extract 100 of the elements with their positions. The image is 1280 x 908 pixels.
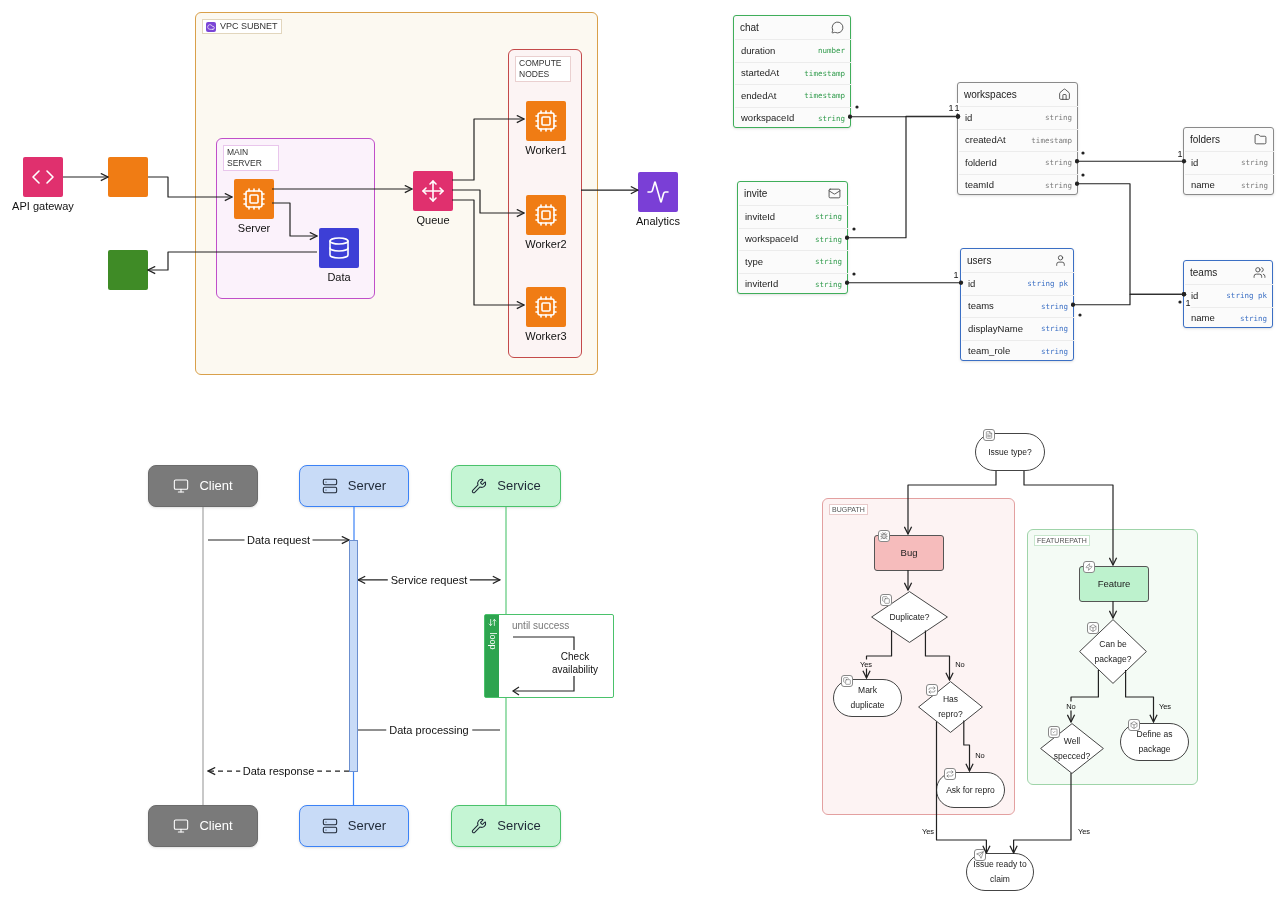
decision-diamond bbox=[1040, 723, 1104, 774]
relationship-line bbox=[1070, 292, 1187, 307]
arrow bbox=[903, 470, 997, 535]
arrow bbox=[1125, 669, 1158, 723]
decision-label: Duplicate? bbox=[888, 610, 931, 624]
group-container bbox=[1027, 529, 1198, 785]
field-name: type bbox=[745, 254, 763, 269]
step-label: Ask for repro bbox=[946, 783, 995, 797]
field-name: inviteId bbox=[745, 209, 776, 224]
entity-table bbox=[1183, 260, 1273, 328]
participant-box bbox=[299, 805, 409, 847]
entity-table bbox=[1183, 127, 1274, 195]
step-label: Define as package bbox=[1135, 728, 1174, 756]
field-name: folderId bbox=[965, 155, 997, 170]
table-title: chat bbox=[740, 21, 759, 35]
step-label: Bug bbox=[900, 545, 918, 560]
participant-label: Service bbox=[497, 817, 541, 836]
participant-box bbox=[451, 465, 561, 507]
relationship-line bbox=[844, 114, 961, 240]
field-name: name bbox=[1191, 311, 1215, 326]
participant-box bbox=[148, 465, 258, 507]
relationship-line bbox=[844, 280, 964, 285]
field-name: workspaceId bbox=[741, 111, 795, 126]
service-tile bbox=[108, 250, 148, 290]
arrow bbox=[862, 629, 893, 679]
arrow bbox=[451, 114, 525, 181]
service-label: Queue bbox=[416, 214, 450, 227]
decision-label: Can be package? bbox=[1093, 637, 1133, 666]
participant-box bbox=[148, 805, 258, 847]
field-name: teamId bbox=[965, 178, 995, 193]
field-name: id bbox=[968, 276, 976, 291]
edge-label: Data processing bbox=[386, 723, 472, 737]
activation-bar bbox=[349, 540, 358, 772]
edge-label: Service request bbox=[387, 573, 471, 587]
connector-line bbox=[352, 771, 355, 806]
entity-table bbox=[737, 181, 848, 294]
relationship-line bbox=[847, 114, 961, 119]
step-label: Feature bbox=[1097, 576, 1131, 591]
service-label: Worker1 bbox=[525, 144, 567, 157]
decision-diamond bbox=[871, 591, 948, 643]
subnet-group bbox=[195, 12, 598, 375]
relationship-line bbox=[1074, 159, 1187, 164]
table-title: workspaces bbox=[964, 88, 1017, 102]
arrow bbox=[147, 251, 318, 275]
edge-label: 1 bbox=[1177, 149, 1183, 159]
table-title: invite bbox=[744, 187, 768, 201]
step-label: Mark duplicate bbox=[849, 684, 886, 712]
field-name: teams bbox=[968, 299, 994, 314]
field-name: duration bbox=[741, 43, 776, 58]
participant-box bbox=[451, 805, 561, 847]
field-name: name bbox=[1191, 178, 1215, 193]
group-label: VPC SUBNET bbox=[220, 21, 278, 32]
arrow bbox=[271, 202, 318, 241]
service-label: Worker3 bbox=[525, 330, 567, 343]
participant-label: Service bbox=[497, 477, 541, 496]
group-container bbox=[822, 498, 1015, 815]
arrow bbox=[271, 184, 413, 194]
arrow bbox=[924, 629, 954, 681]
group-container bbox=[508, 49, 582, 358]
loop-label: loop bbox=[487, 632, 497, 650]
arrow bbox=[451, 199, 525, 310]
arrow bbox=[451, 189, 525, 218]
decision-diamond bbox=[1079, 619, 1147, 684]
table-title: users bbox=[967, 254, 992, 268]
group-label: COMPUTE NODES bbox=[515, 56, 571, 82]
connector-line bbox=[505, 697, 507, 806]
edge-label: 1 bbox=[953, 270, 959, 280]
edge-label: Data request bbox=[244, 533, 313, 547]
arrow bbox=[580, 185, 639, 195]
arrow bbox=[903, 569, 913, 591]
field-name: createdAt bbox=[965, 133, 1006, 148]
arrow bbox=[62, 172, 109, 182]
step-label: Issue type? bbox=[988, 445, 1032, 459]
service-label: API gateway bbox=[12, 200, 74, 213]
arrow bbox=[935, 721, 991, 854]
participant-label: Client bbox=[199, 477, 233, 496]
service-label: Worker2 bbox=[525, 238, 567, 251]
field-name: displayName bbox=[968, 321, 1023, 336]
group-label: MAIN SERVER bbox=[223, 145, 279, 171]
arrow bbox=[1066, 669, 1099, 723]
field-name: startedAt bbox=[741, 66, 780, 81]
edge-label: 1 bbox=[1185, 298, 1191, 308]
table-title: folders bbox=[1190, 133, 1220, 147]
arrow bbox=[1108, 600, 1118, 619]
table-title: teams bbox=[1190, 266, 1218, 280]
decision-label: Well specced? bbox=[1052, 734, 1092, 763]
step-label: Issue ready to claim bbox=[973, 858, 1027, 886]
service-tile bbox=[108, 157, 148, 197]
participant-label: Server bbox=[347, 477, 387, 496]
field-name: endedAt bbox=[741, 88, 777, 103]
service-label: Server bbox=[237, 222, 271, 235]
decision-diamond bbox=[918, 681, 983, 733]
field-name: inviterId bbox=[745, 277, 779, 292]
field-name: id bbox=[1191, 288, 1199, 301]
field-name: id bbox=[965, 110, 973, 125]
loop-condition: until success bbox=[512, 619, 570, 633]
service-label: Analytics bbox=[636, 215, 680, 228]
field-name: team_role bbox=[968, 344, 1011, 359]
arrow bbox=[147, 176, 233, 202]
connector-line bbox=[353, 506, 355, 541]
